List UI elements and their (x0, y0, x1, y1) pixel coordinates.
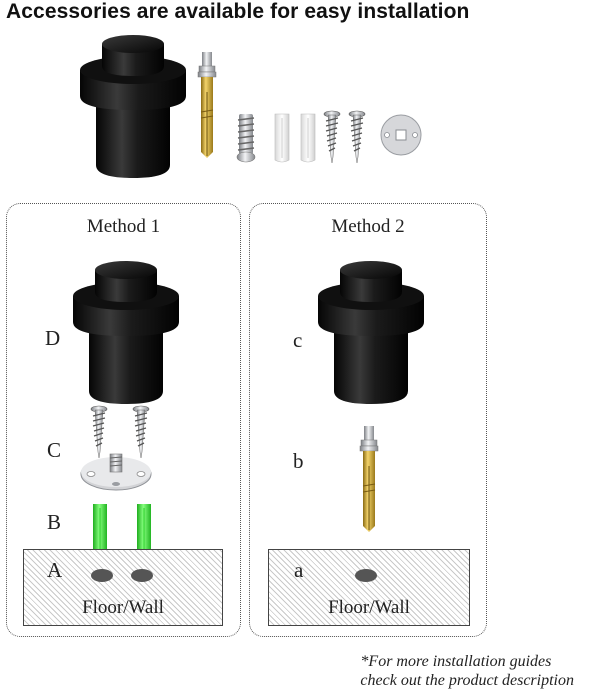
door-stopper-image (318, 261, 424, 404)
footnote-line-1: *For more installation guides (360, 653, 552, 670)
installation-footnote: *For more installation guides check out … (360, 652, 574, 690)
green-wall-plug-image (93, 504, 107, 556)
floor-wall-label: Floor/Wall (82, 597, 164, 618)
spring-image (236, 114, 256, 163)
label-c: C (47, 438, 62, 462)
door-stopper-image (73, 261, 179, 404)
label-a: a (294, 558, 304, 582)
method-1-panel: Method 1 D C B A Floor/Wall (6, 203, 241, 637)
wall-plug-image (300, 113, 316, 163)
method-2-title: Method 2 (331, 216, 405, 237)
wall-plug-image (274, 113, 290, 163)
mounting-plate-image (80, 453, 152, 491)
door-stopper-image (80, 35, 186, 178)
floor-wall-block: a Floor/Wall (268, 549, 470, 626)
screw-image (323, 110, 341, 164)
screw-image (132, 405, 150, 459)
method-2-panel: Method 2 c b a Floor/Wall (249, 203, 487, 637)
green-wall-plug-image (137, 504, 151, 556)
drill-hole (91, 569, 113, 582)
label-b: b (293, 449, 304, 473)
label-c: c (293, 328, 303, 352)
floor-wall-block: A Floor/Wall (23, 549, 223, 626)
label-b: B (47, 510, 62, 534)
footnote-line-2: check out the product description (360, 672, 574, 689)
label-a: A (47, 558, 63, 582)
drill-hole (355, 569, 377, 582)
expansion-bolt-image (359, 425, 379, 533)
floor-wall-label: Floor/Wall (328, 597, 410, 618)
screw-image (90, 405, 108, 459)
method-1-title: Method 1 (86, 216, 161, 237)
screw-image (348, 110, 366, 164)
page-title: Accessories are available for easy insta… (6, 0, 470, 23)
label-d: D (45, 326, 61, 350)
mounting-plate-image (380, 114, 422, 156)
expansion-bolt-image (197, 51, 217, 159)
drill-hole (131, 569, 153, 582)
